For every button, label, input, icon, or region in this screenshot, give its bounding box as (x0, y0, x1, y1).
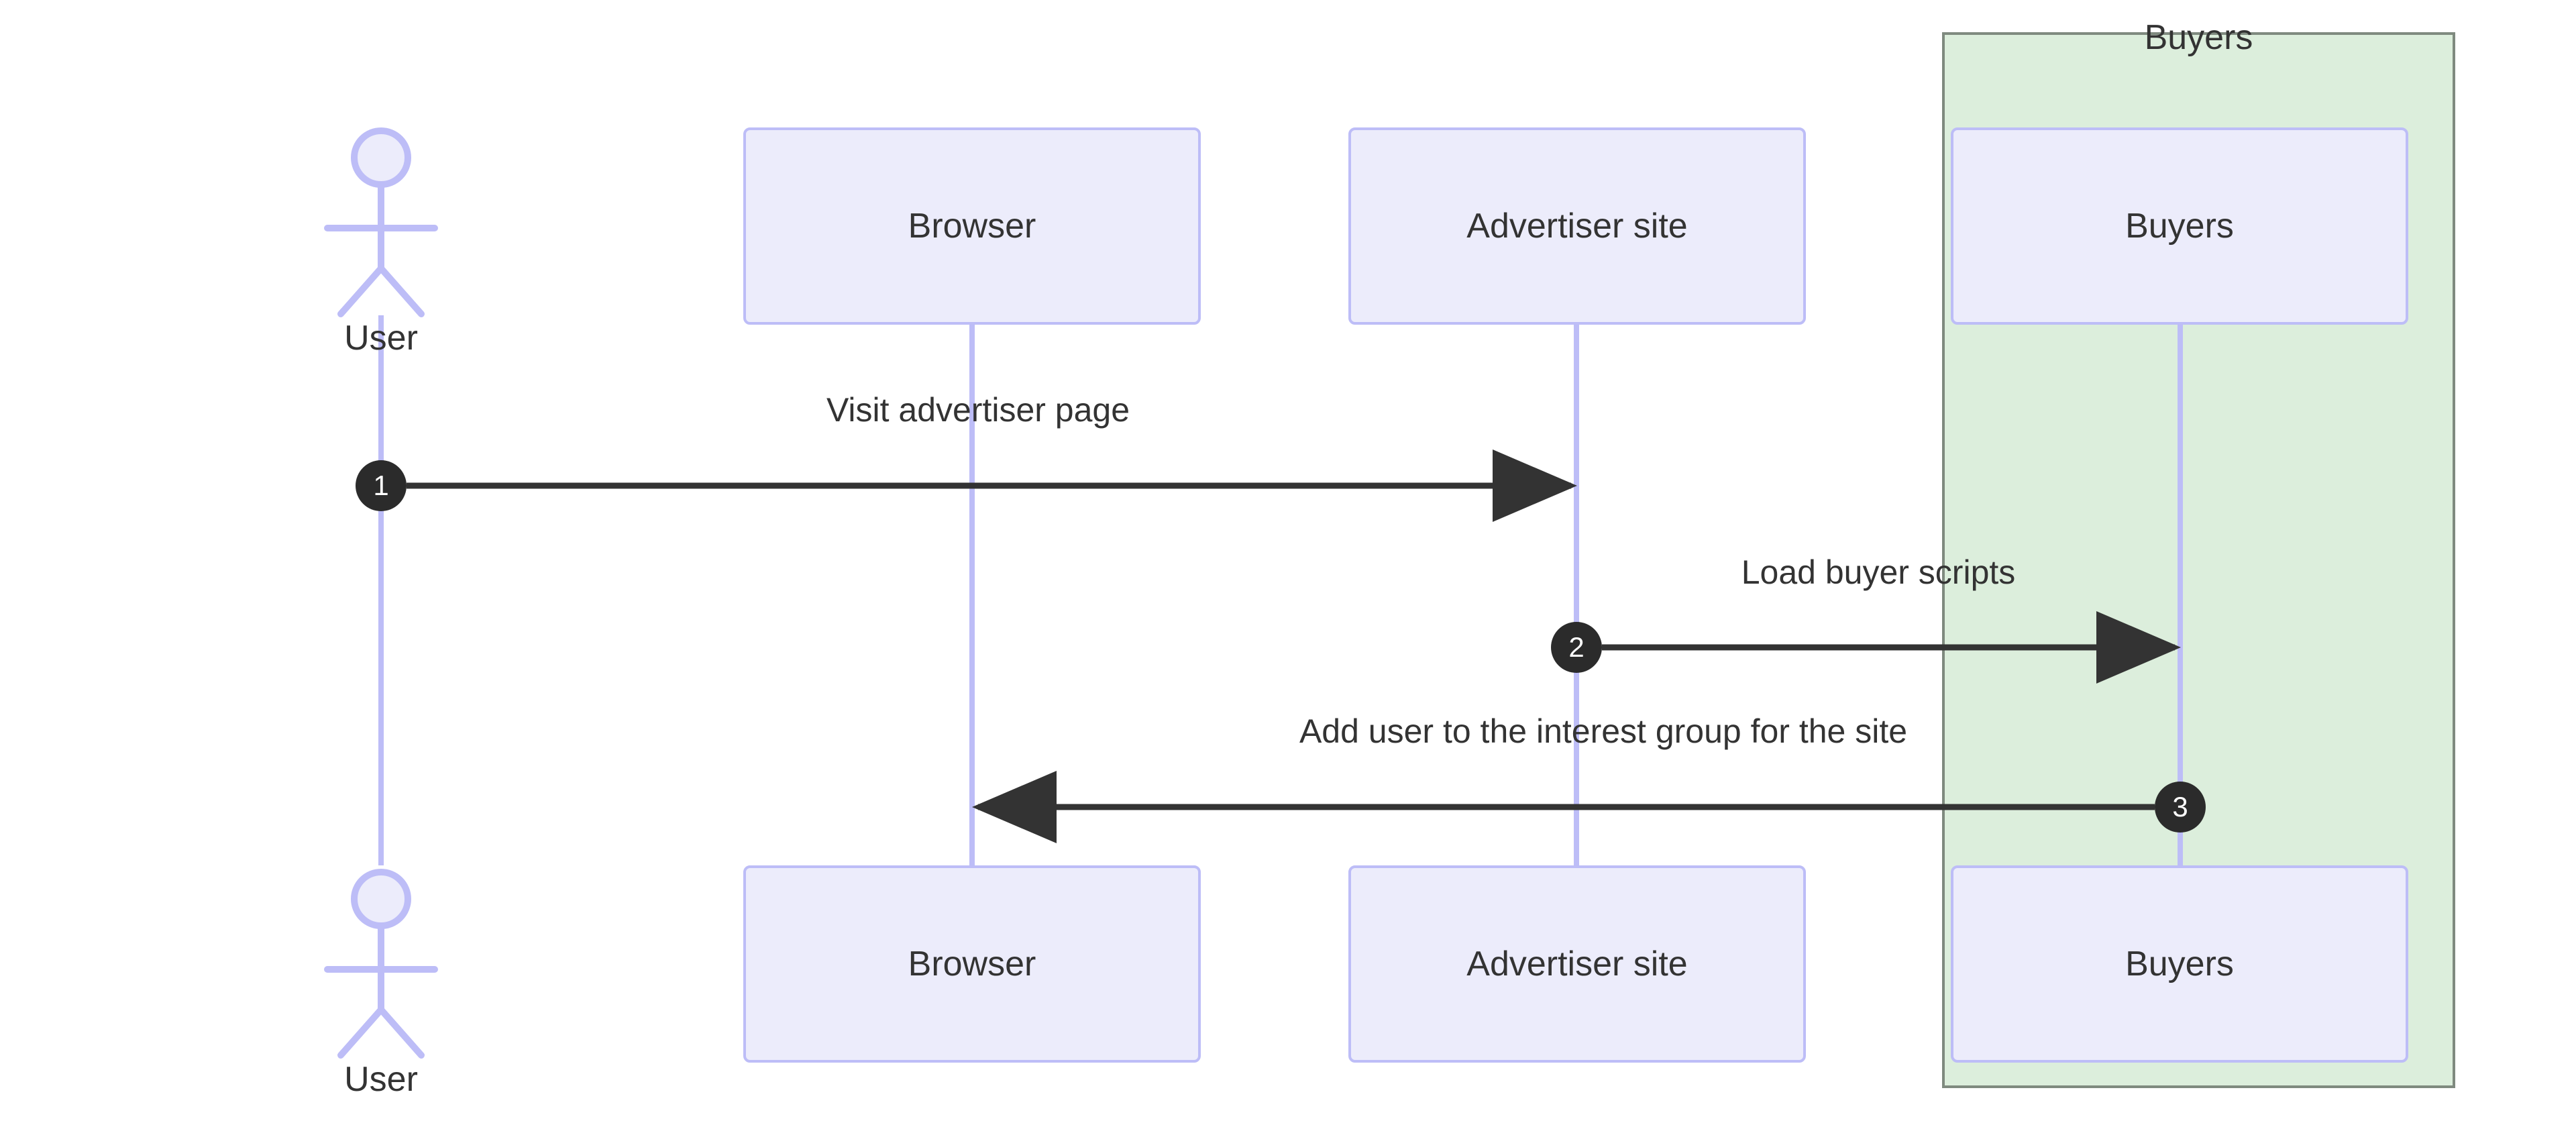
sequence-number-1: 1 (373, 470, 389, 501)
participant-box-buyers-bottom[interactable]: Buyers (1951, 865, 2408, 1063)
message-label-2: Load buyer scripts (1741, 553, 2016, 591)
participant-label-browser-bottom: Browser (908, 945, 1036, 983)
participant-label-adsite-top: Advertiser site (1466, 207, 1688, 246)
participant-label-user-bottom: User (344, 1060, 418, 1099)
group-label-buyers: Buyers (2144, 18, 2253, 57)
participant-label-buyers-bottom: Buyers (2125, 945, 2234, 983)
sequence-badge-3 (2155, 782, 2206, 833)
participant-label-buyers-top: Buyers (2125, 207, 2234, 246)
message-label-1: Visit advertiser page (826, 391, 1130, 429)
actor-glyph-user-top (324, 127, 438, 317)
participant-box-buyers-top[interactable]: Buyers (1951, 127, 2408, 325)
participant-label-adsite-bottom: Advertiser site (1466, 945, 1688, 983)
participant-box-browser-top[interactable]: Browser (743, 127, 1201, 325)
participant-label-browser-top: Browser (908, 207, 1036, 246)
sequence-number-2: 2 (1568, 631, 1585, 663)
participant-box-browser-bottom[interactable]: Browser (743, 865, 1201, 1063)
participant-label-user-top: User (344, 319, 418, 358)
message-label-3: Add user to the interest group for the s… (1299, 712, 1908, 750)
participant-box-adsite-top[interactable]: Advertiser site (1348, 127, 1806, 325)
sequence-badge-2 (1551, 622, 1602, 673)
actor-glyph-user-bottom (324, 869, 438, 1059)
participant-box-adsite-bottom[interactable]: Advertiser site (1348, 865, 1806, 1063)
sequence-number-3: 3 (2172, 791, 2188, 822)
sequence-badge-1 (356, 460, 407, 511)
